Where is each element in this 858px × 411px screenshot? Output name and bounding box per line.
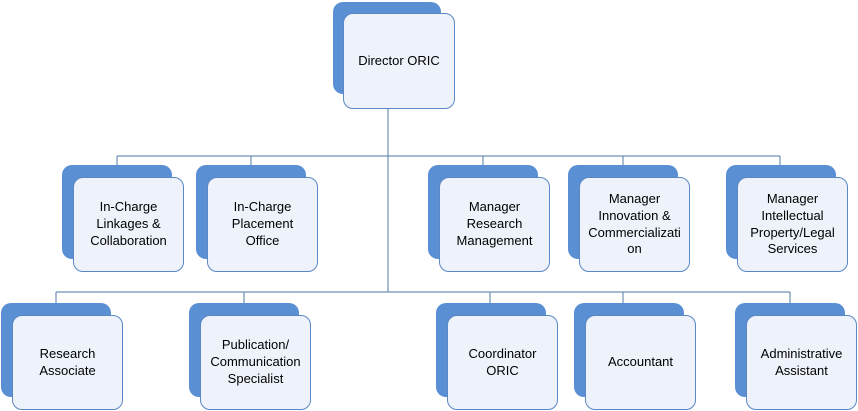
node-label: Research Associate — [39, 345, 96, 378]
node-label: Manager Innovation & Commercializati on — [588, 190, 681, 257]
node-label: Director ORIC — [358, 52, 440, 68]
node-label: In-Charge Placement Office — [231, 199, 294, 248]
node-label: Administrative Assistant — [760, 345, 843, 378]
node-label: Manager Intellectual Property/Legal Serv… — [750, 190, 835, 257]
node-label: Publication/ Communication Specialist — [210, 337, 301, 386]
node-label: Accountant — [607, 354, 674, 370]
node-label: Manager Research Management — [456, 199, 533, 248]
node-label: Coordinator ORIC — [468, 345, 537, 378]
node-label: In-Charge Linkages & Collaboration — [90, 199, 167, 248]
